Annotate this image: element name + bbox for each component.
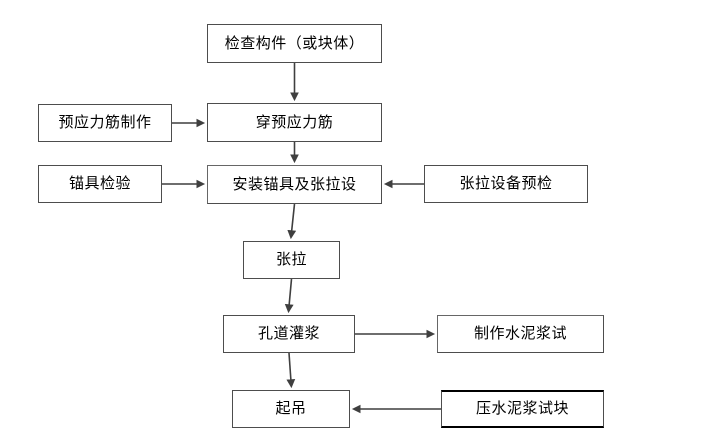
flow-node-label: 张拉 bbox=[275, 250, 307, 268]
flow-node-equip_check[interactable]: 张拉设备预检 bbox=[424, 165, 588, 203]
connector-grouting-to-lift bbox=[286, 352, 296, 389]
edge-layer bbox=[162, 63, 441, 414]
flow-node-label: 检查构件（或块体） bbox=[224, 33, 365, 52]
flow-node-label: 孔道灌浆 bbox=[257, 324, 320, 342]
flow-node-label: 张拉设备预检 bbox=[459, 174, 553, 192]
flow-node-label: 起吊 bbox=[275, 399, 307, 417]
flow-node-label: 安装锚具及张拉设 bbox=[232, 174, 357, 193]
flow-node-thread[interactable]: 穿预应力筋 bbox=[207, 103, 382, 142]
flow-node-lift[interactable]: 起吊 bbox=[232, 390, 350, 428]
flow-node-label: 锚具检验 bbox=[68, 174, 131, 192]
flow-node-check[interactable]: 检查构件（或块体） bbox=[207, 24, 382, 63]
flow-node-grouting[interactable]: 孔道灌浆 bbox=[223, 315, 355, 353]
flow-node-label: 预应力筋制作 bbox=[58, 113, 152, 131]
flow-node-install[interactable]: 安装锚具及张拉设 bbox=[207, 165, 382, 204]
flow-node-make_sample[interactable]: 制作水泥浆试 bbox=[437, 315, 604, 353]
flow-node-tendon_make[interactable]: 预应力筋制作 bbox=[38, 104, 172, 142]
flow-node-label: 穿预应力筋 bbox=[255, 112, 334, 131]
flow-node-press_sample[interactable]: 压水泥浆试块 bbox=[441, 390, 604, 428]
flow-node-label: 压水泥浆试块 bbox=[475, 399, 569, 417]
flow-node-anchor_check[interactable]: 锚具检验 bbox=[38, 165, 162, 203]
flow-node-tension[interactable]: 张拉 bbox=[243, 241, 340, 279]
connector-tension-to-grouting bbox=[284, 278, 294, 314]
flow-node-label: 制作水泥浆试 bbox=[473, 324, 567, 342]
connector-install-to-tension bbox=[287, 203, 297, 240]
